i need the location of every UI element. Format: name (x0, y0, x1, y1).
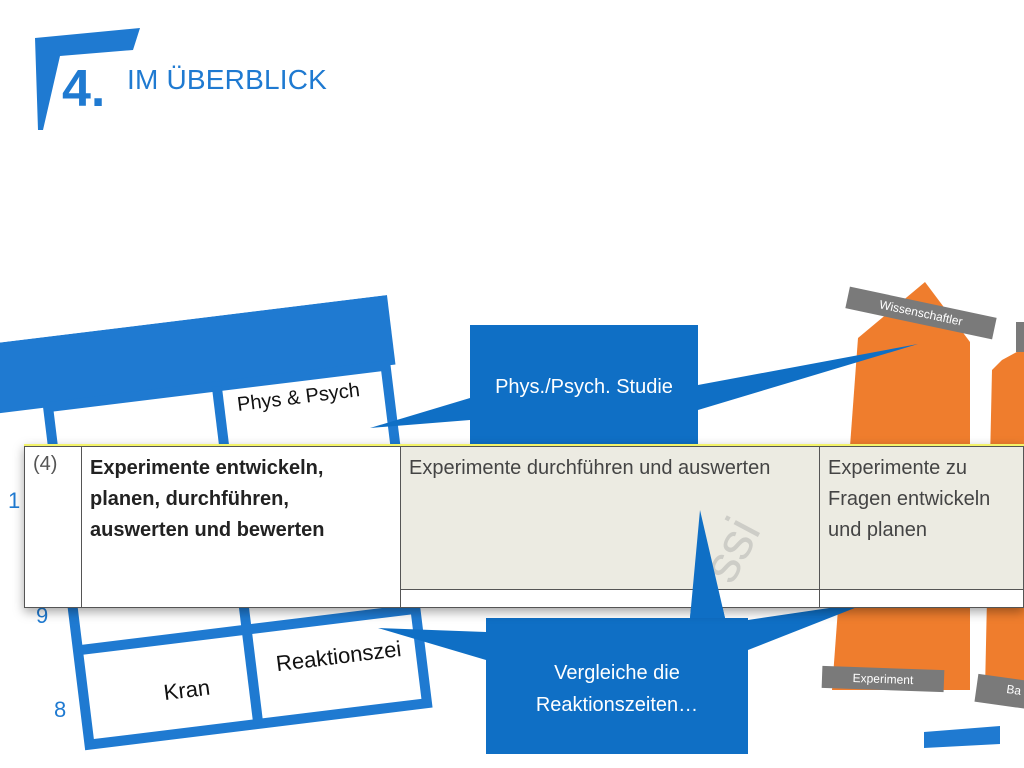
competency-col2: Experimente durchführen und auswerten (400, 445, 820, 591)
competency-main: Experimente entwickeln, planen, durchfüh… (81, 446, 401, 608)
row-number: 9 (36, 603, 49, 628)
competency-empty-cell (400, 589, 820, 608)
tag-experiment: Experiment (821, 665, 945, 693)
competency-number: (4) (24, 446, 82, 608)
competency-empty-cell (819, 589, 1024, 608)
row-number: 8 (54, 697, 67, 722)
page-title: IM ÜBERBLICK (127, 64, 327, 95)
competency-table: (4) Experimente entwickeln, planen, durc… (24, 444, 1024, 608)
callout-top-text: Phys./Psych. Studie (495, 376, 673, 398)
tag-partial (1016, 322, 1024, 352)
callout-bottom-text: Vergleiche die Reaktionszeiten… (535, 662, 699, 716)
section-number-badge: 4. (35, 28, 140, 130)
row-number: 1 (8, 488, 21, 513)
section-number: 4. (62, 60, 105, 118)
competency-col3: Experimente zu Fragen entwickeln und pla… (819, 445, 1024, 591)
